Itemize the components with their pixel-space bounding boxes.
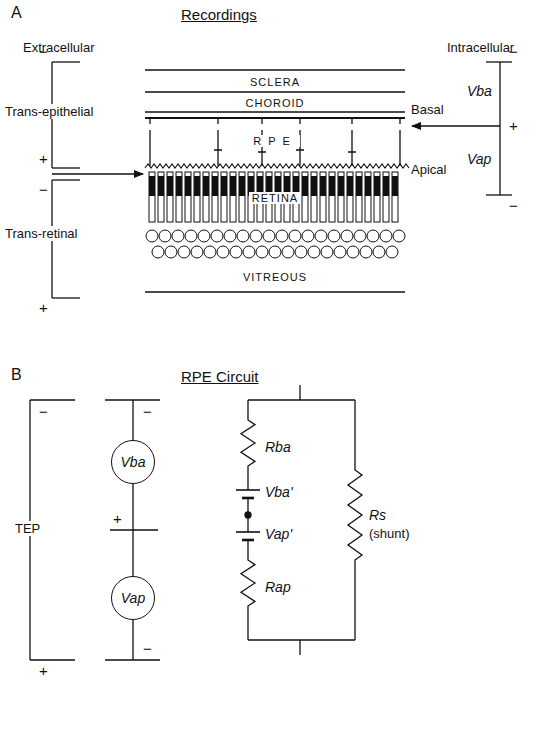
voltage-source: Vba — [111, 440, 155, 484]
polarity-sign: − — [38, 404, 49, 419]
battery-label: Vba' — [264, 485, 294, 500]
source-wires — [105, 400, 160, 660]
equivalent-circuit — [236, 385, 362, 655]
node-text: Vba — [121, 454, 146, 470]
polarity-sign: − — [142, 404, 153, 419]
node-text: RETINA — [249, 192, 301, 204]
retinal-cells — [146, 230, 405, 258]
polarity-sign: − — [38, 44, 49, 59]
panel-title: Recordings — [180, 6, 258, 24]
voltage-source: Vap — [111, 576, 155, 620]
apical-microvilli — [145, 164, 409, 168]
panel-letter: B — [10, 366, 23, 384]
node-text: VITREOUS — [240, 271, 310, 283]
tissue-layer: SCLERA — [145, 71, 405, 92]
voltage-label: Vba — [466, 84, 493, 99]
node-text: Vap — [121, 590, 145, 606]
polarity-sign: + — [38, 300, 49, 315]
resistor-label: Rs — [368, 508, 387, 523]
polarity-sign: − — [508, 198, 519, 213]
polarity-sign: + — [38, 151, 49, 166]
resistor-label: Rap — [264, 580, 292, 595]
polarity-sign: − — [38, 182, 49, 197]
layer-label: Apical — [410, 162, 447, 177]
node-text: CHOROID — [243, 97, 308, 109]
bracket-label: Trans-retinal — [4, 226, 78, 241]
resistor-label: Rba — [264, 440, 292, 455]
node-text: RPE — [250, 135, 300, 147]
polarity-sign: + — [38, 663, 49, 678]
photoreceptors — [149, 172, 398, 222]
battery-label: Vap' — [264, 527, 293, 542]
polarity-sign: − — [508, 44, 519, 59]
bracket-label: TEP — [14, 521, 41, 536]
tissue-layer: RETINA — [145, 188, 405, 208]
tissue-layer: VITREOUS — [145, 266, 405, 288]
rpe-layer: RPE — [145, 128, 405, 154]
layer-label: Basal — [410, 102, 445, 117]
section-label: Extracellular — [22, 40, 96, 55]
panel-title: RPE Circuit — [180, 368, 260, 386]
polarity-sign: − — [142, 641, 153, 656]
polarity-sign: + — [508, 118, 519, 133]
rpe-cell-walls — [150, 118, 400, 166]
panel-letter: A — [10, 4, 23, 22]
node-text: SCLERA — [247, 76, 303, 88]
extracellular-bracket — [52, 62, 143, 298]
eye-tissue — [145, 70, 409, 292]
tissue-layer: CHOROID — [145, 93, 405, 112]
polarity-sign: + — [112, 511, 123, 526]
voltage-label: Vap — [466, 152, 492, 167]
bracket-label: Trans-epithelial — [4, 104, 94, 119]
resistor-label: (shunt) — [368, 526, 410, 541]
wire — [132, 484, 133, 576]
section-label: Intracellular — [446, 40, 515, 55]
